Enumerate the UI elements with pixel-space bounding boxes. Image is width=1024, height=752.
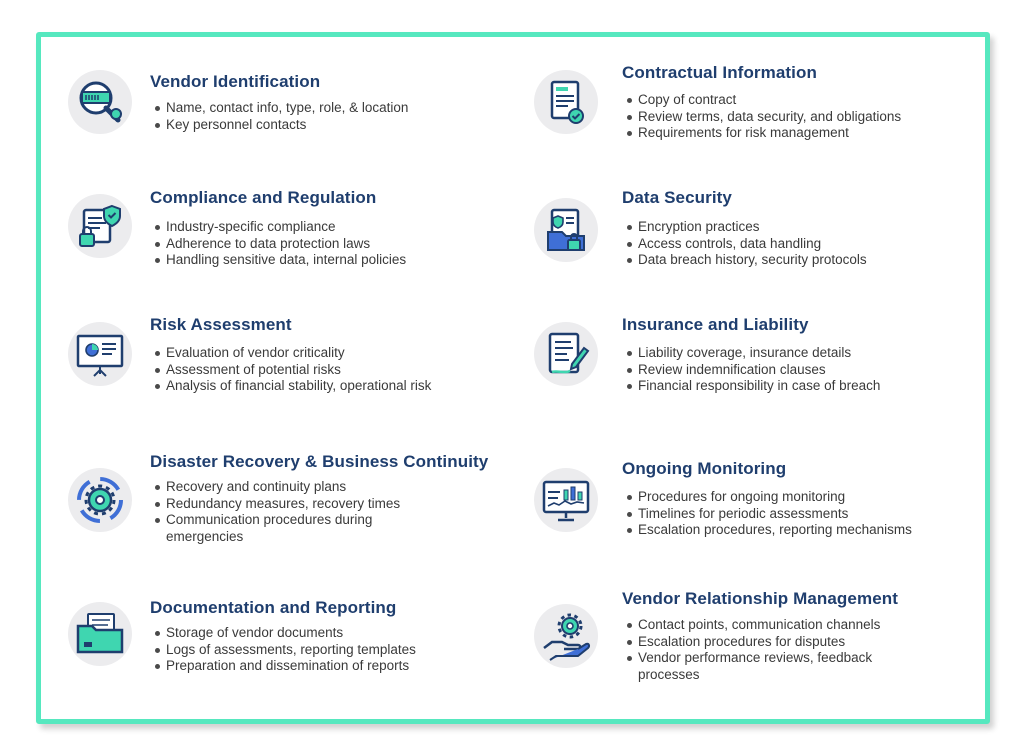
list-item: Logs of assessments, reporting templates [153,642,493,659]
list-item: Encryption practices [625,219,965,236]
section-title: Contractual Information [622,63,817,82]
list-item: Communication procedures during emergenc… [153,512,453,545]
list-item: Financial responsibility in case of brea… [625,378,965,395]
section-bullets: Procedures for ongoing monitoring Timeli… [625,489,970,539]
diagram-frame [36,32,990,724]
recovery-gear-cycle-icon [68,468,132,532]
section-bullets: Storage of vendor documents Logs of asse… [153,625,493,675]
list-item: Requirements for risk management [625,125,965,142]
section-bullets: Name, contact info, type, role, & locati… [153,100,493,133]
list-item: Redundancy measures, recovery times [153,496,453,513]
compliance-shield-lock-icon [68,194,132,258]
list-item: Recovery and continuity plans [153,479,453,496]
list-item: Liability coverage, insurance details [625,345,965,362]
section-title: Insurance and Liability [622,315,809,334]
list-item: Copy of contract [625,92,965,109]
data-security-folder-lock-icon [534,198,598,262]
section-bullets: Encryption practices Access controls, da… [625,219,965,269]
monitor-dashboard-icon [534,468,598,532]
folder-documents-icon [68,602,132,666]
list-item: Contact points, communication channels [625,617,925,634]
list-item: Escalation procedures for disputes [625,634,925,651]
list-item: Vendor performance reviews, feedback pro… [625,650,925,683]
section-bullets: Recovery and continuity plans Redundancy… [153,479,453,545]
list-item: Assessment of potential risks [153,362,493,379]
list-item: Adherence to data protection laws [153,236,493,253]
presentation-board-icon [68,322,132,386]
list-item: Review terms, data security, and obligat… [625,109,965,126]
section-title: Vendor Relationship Management [622,589,898,608]
contract-document-icon [534,70,598,134]
section-title: Data Security [622,188,732,207]
list-item: Storage of vendor documents [153,625,493,642]
list-item: Evaluation of vendor criticality [153,345,493,362]
list-item: Procedures for ongoing monitoring [625,489,970,506]
section-title: Compliance and Regulation [150,188,377,207]
section-title: Documentation and Reporting [150,598,397,617]
list-item: Name, contact info, type, role, & locati… [153,100,493,117]
list-item: Data breach history, security protocols [625,252,965,269]
list-item: Handling sensitive data, internal polici… [153,252,493,269]
list-item: Preparation and dissemination of reports [153,658,493,675]
list-item: Analysis of financial stability, operati… [153,378,493,395]
section-title: Ongoing Monitoring [622,459,787,478]
list-item: Escalation procedures, reporting mechani… [625,522,970,539]
magnifier-gear-icon [68,70,132,134]
section-title: Disaster Recovery & Business Continuity [150,452,489,471]
list-item: Industry-specific compliance [153,219,493,236]
list-item: Key personnel contacts [153,117,493,134]
hand-gear-icon [534,604,598,668]
section-bullets: Copy of contract Review terms, data secu… [625,92,965,142]
list-item: Access controls, data handling [625,236,965,253]
document-pen-icon [534,322,598,386]
list-item: Timelines for periodic assessments [625,506,970,523]
section-title: Risk Assessment [150,315,292,334]
section-bullets: Industry-specific compliance Adherence t… [153,219,493,269]
list-item: Review indemnification clauses [625,362,965,379]
section-bullets: Contact points, communication channels E… [625,617,925,683]
section-bullets: Evaluation of vendor criticality Assessm… [153,345,493,395]
section-bullets: Liability coverage, insurance details Re… [625,345,965,395]
section-title: Vendor Identification [150,72,321,91]
